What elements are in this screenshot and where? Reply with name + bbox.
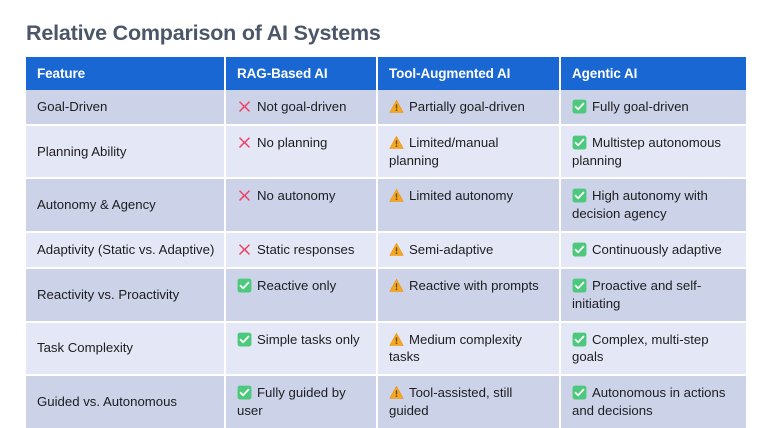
column-header-tool: Tool-Augmented AI xyxy=(378,57,561,90)
cell-text: High autonomy with decision agency xyxy=(572,188,708,222)
cell-text: Complex, multi-step goals xyxy=(572,331,709,365)
cell-text: No autonomy xyxy=(257,188,336,204)
cell-rag: No planning xyxy=(226,125,378,180)
feature-label: Reactivity vs. Proactivity xyxy=(37,286,180,302)
warning-triangle-icon xyxy=(389,135,404,150)
cell-rag: Reactive only xyxy=(226,268,378,323)
cell-feature: Reactivity vs. Proactivity xyxy=(26,268,226,323)
warning-triangle-icon xyxy=(389,99,404,114)
green-check-box-icon xyxy=(572,188,587,203)
cell-agentic: Proactive and self-initiating xyxy=(561,268,746,323)
table-row: Autonomy & Agency No autonomy Limited auto… xyxy=(26,179,746,234)
cell-agentic: Continuously adaptive xyxy=(561,233,746,269)
feature-label: Autonomy & Agency xyxy=(37,197,156,213)
cell-agentic: Fully goal-driven xyxy=(561,90,746,126)
cross-mark-icon xyxy=(237,242,252,257)
cell-text: Tool-assisted, still guided xyxy=(389,385,513,418)
green-check-box-icon xyxy=(237,332,252,347)
cell-agentic: Autonomous in actions and decisions xyxy=(561,376,746,428)
cell-rag: Fully guided by user xyxy=(226,376,378,428)
cell-text: Multistep autonomous planning xyxy=(572,134,722,168)
cell-feature: Guided vs. Autonomous xyxy=(26,376,226,428)
warning-triangle-icon xyxy=(389,278,404,293)
warning-triangle-icon xyxy=(389,332,404,347)
table-row: Goal-Driven Not goal-driven Partially goal… xyxy=(26,90,746,126)
cell-text: Fully guided by user xyxy=(237,385,346,418)
feature-label: Guided vs. Autonomous xyxy=(37,394,178,410)
cell-text: Partially goal-driven xyxy=(409,99,525,114)
cell-text: Limited autonomy xyxy=(409,188,514,204)
comparison-table-page: Relative Comparison of AI Systems Featur… xyxy=(26,21,746,428)
green-check-box-icon xyxy=(572,385,587,400)
feature-label: Goal-Driven xyxy=(37,99,108,114)
green-check-box-icon xyxy=(237,278,252,293)
column-header-feature: Feature xyxy=(26,57,226,90)
green-check-box-icon xyxy=(572,278,587,293)
cell-feature: Goal-Driven xyxy=(26,90,226,126)
feature-label: Task Complexity xyxy=(37,340,134,356)
feature-label: Planning Ability xyxy=(37,143,127,159)
cell-agentic: High autonomy with decision agency xyxy=(561,179,746,234)
table-row: Adaptivity (Static vs. Adaptive) Static r… xyxy=(26,233,746,269)
cell-text: Reactive with prompts xyxy=(409,277,539,293)
cell-tool: Partially goal-driven xyxy=(378,90,561,126)
cell-agentic: Complex, multi-step goals xyxy=(561,322,746,377)
warning-triangle-icon xyxy=(389,188,404,203)
column-header-agentic: Agentic AI xyxy=(561,57,746,90)
cell-feature: Autonomy & Agency xyxy=(26,179,226,234)
green-check-box-icon xyxy=(237,385,252,400)
green-check-box-icon xyxy=(572,242,587,257)
table-header-row: Feature RAG-Based AI Tool-Augmented AI A… xyxy=(26,57,746,90)
cell-text: Limited/manual planning xyxy=(389,134,499,168)
cell-text: Proactive and self-initiating xyxy=(572,277,702,311)
cell-text: Medium complexity tasks xyxy=(389,331,522,365)
cell-tool: Reactive with prompts xyxy=(378,268,561,323)
cell-tool: Semi-adaptive xyxy=(378,233,561,269)
cell-rag: No autonomy xyxy=(226,179,378,234)
page-title: Relative Comparison of AI Systems xyxy=(26,21,381,45)
cell-text: Static responses xyxy=(257,242,355,258)
warning-triangle-icon xyxy=(389,242,404,257)
green-check-box-icon xyxy=(572,135,587,150)
cell-text: Not goal-driven xyxy=(257,99,347,114)
cell-tool: Tool-assisted, still guided xyxy=(378,376,561,428)
cell-tool: Medium complexity tasks xyxy=(378,322,561,377)
cell-feature: Planning Ability xyxy=(26,125,226,180)
cell-agentic: Multistep autonomous planning xyxy=(561,125,746,180)
table-row: Task Complexity Simple tasks only Medium c… xyxy=(26,322,746,377)
cell-text: Autonomous in actions and decisions xyxy=(572,385,726,418)
green-check-box-icon xyxy=(572,332,587,347)
green-check-box-icon xyxy=(572,99,587,114)
cross-mark-icon xyxy=(237,99,252,114)
cell-text: Fully goal-driven xyxy=(592,99,689,114)
cell-text: Simple tasks only xyxy=(257,331,360,347)
cell-text: Continuously adaptive xyxy=(592,242,722,258)
warning-triangle-icon xyxy=(389,385,404,400)
cell-rag: Not goal-driven xyxy=(226,90,378,126)
table-row: Guided vs. Autonomous Fully guided by use… xyxy=(26,376,746,428)
cell-text: Reactive only xyxy=(257,277,337,293)
table-row: Planning Ability No planning Limited/manua… xyxy=(26,125,746,180)
cell-rag: Static responses xyxy=(226,233,378,269)
table-body: Goal-Driven Not goal-driven Partially goal… xyxy=(26,90,746,428)
column-header-rag: RAG-Based AI xyxy=(226,57,378,90)
cell-text: Semi-adaptive xyxy=(409,242,494,258)
cell-tool: Limited/manual planning xyxy=(378,125,561,180)
cell-text: No planning xyxy=(257,134,328,150)
cross-mark-icon xyxy=(237,188,252,203)
ai-systems-comparison-table: Feature RAG-Based AI Tool-Augmented AI A… xyxy=(26,57,746,428)
table-row: Reactivity vs. Proactivity Reactive only R… xyxy=(26,268,746,323)
cell-feature: Adaptivity (Static vs. Adaptive) xyxy=(26,233,226,269)
cross-mark-icon xyxy=(237,135,252,150)
cell-tool: Limited autonomy xyxy=(378,179,561,234)
cell-feature: Task Complexity xyxy=(26,322,226,377)
cell-rag: Simple tasks only xyxy=(226,322,378,377)
feature-label: Adaptivity (Static vs. Adaptive) xyxy=(37,242,215,258)
